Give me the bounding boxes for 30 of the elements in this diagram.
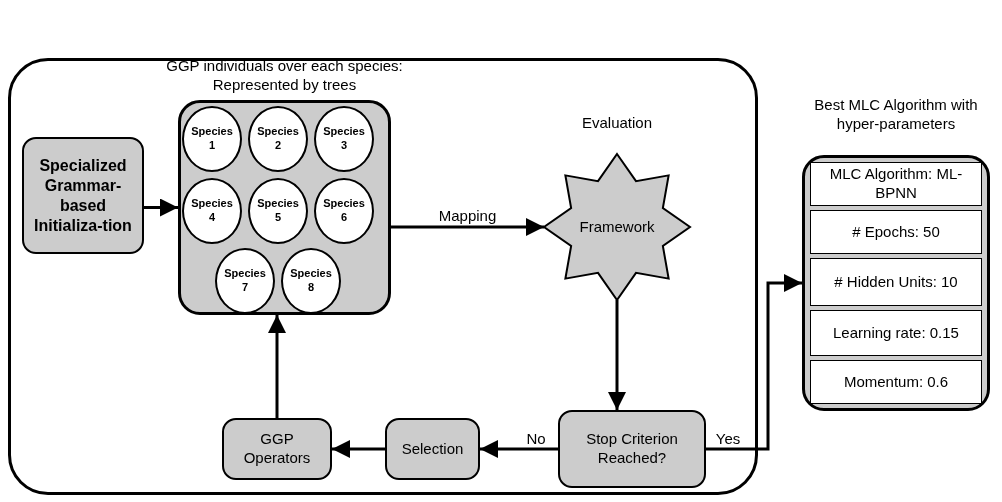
species-ellipse: Species 5 xyxy=(248,178,308,244)
process-box: Specialized Grammar-based Initializa-tion xyxy=(22,137,144,254)
species-ellipse: Species 6 xyxy=(314,178,374,244)
species-ellipse: Species 8 xyxy=(281,248,341,314)
arrow xyxy=(144,198,178,217)
species-ellipse: Species 1 xyxy=(182,106,242,172)
group-heading: Best MLC Algorithm with hyper-parameters xyxy=(814,96,978,132)
arrow xyxy=(332,440,385,458)
parameter-cell: Momentum: 0.6 xyxy=(810,360,982,404)
parameter-cell: # Hidden Units: 10 xyxy=(810,258,982,306)
species-ellipse: Species 7 xyxy=(215,248,275,314)
arrow xyxy=(391,218,544,236)
process-box: GGP Operators xyxy=(222,418,332,480)
arrow xyxy=(268,315,286,418)
container-box xyxy=(8,58,758,495)
node-caption: Evaluation xyxy=(581,114,653,131)
arrow xyxy=(706,274,802,451)
process-box: Selection xyxy=(385,418,480,480)
species-ellipse: Species 4 xyxy=(182,178,242,244)
arrow xyxy=(480,440,558,458)
arrow xyxy=(608,300,626,410)
group-heading: GGP individuals over each species: Represented by trees xyxy=(166,57,403,93)
species-ellipse: Species 2 xyxy=(248,106,308,172)
process-box: Stop Criterion Reached? xyxy=(558,410,706,488)
parameter-cell: # Epochs: 50 xyxy=(810,210,982,254)
edge-label: Mapping xyxy=(437,207,498,223)
species-ellipse: Species 3 xyxy=(314,106,374,172)
parameter-cell: Learning rate: 0.15 xyxy=(810,310,982,356)
node-text: Framework xyxy=(579,217,655,235)
parameter-cell: MLC Algorithm: ML-BPNN xyxy=(810,162,982,206)
